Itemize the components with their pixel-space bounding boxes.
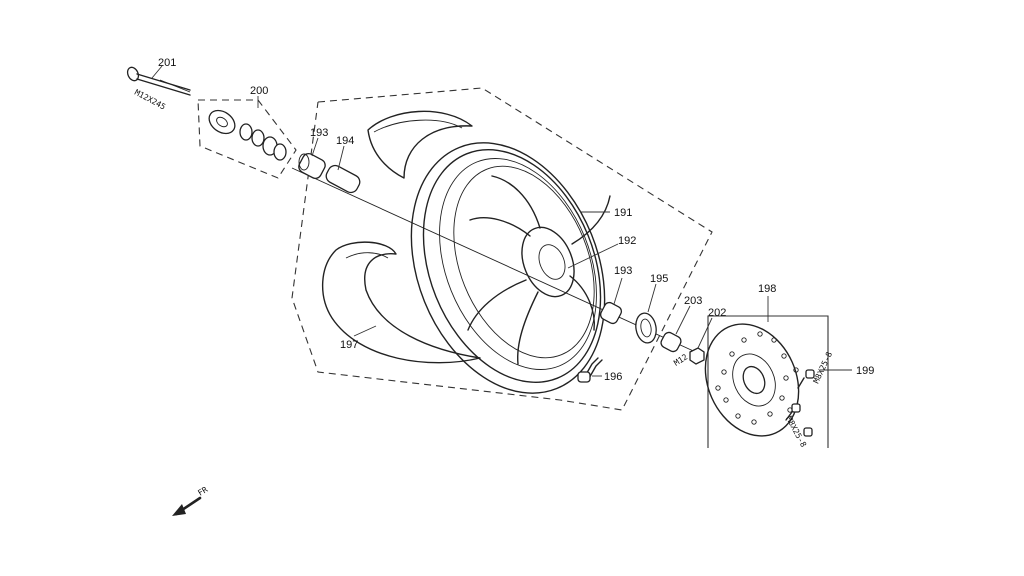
tire-valve-part [577,357,603,383]
callout-200: 200 [250,85,268,97]
bolt-upper-spec-label: M8X25-8 [812,350,834,385]
axle-nut-part [689,317,713,365]
brake-disc-part [704,296,829,448]
callout-196: 196 [604,371,622,383]
collar-part [660,305,691,353]
callout-197: 197 [340,339,358,351]
callout-203: 203 [684,295,702,307]
callout-193-left: 193 [310,127,328,139]
callout-201: 201 [158,57,176,69]
callout-199: 199 [856,365,874,377]
callout-195: 195 [650,273,668,285]
wheel-rim-part [410,142,619,394]
callout-191: 191 [614,207,632,219]
axle-spec-label: M12X245 [133,88,167,112]
callout-198: 198 [758,283,776,295]
spacer-tube-part [325,145,361,194]
bearing-right-part [599,277,623,325]
oil-seal-part [635,283,657,344]
direction-arrow-icon [172,496,202,516]
callout-202: 202 [708,307,726,319]
callout-192: 192 [618,235,636,247]
callout-193-right: 193 [614,265,632,277]
spacer-kit-part [197,96,297,179]
bearing-left-part [298,137,326,179]
disc-bolts-part [785,369,852,437]
nut-spec-label: M12 [672,352,689,367]
axle-part [126,65,191,96]
wheel-assembly-boundary [291,87,713,411]
callout-194: 194 [336,135,354,147]
direction-label: FR [196,485,209,498]
axle-centerline [291,167,701,355]
tire-part [321,110,481,364]
